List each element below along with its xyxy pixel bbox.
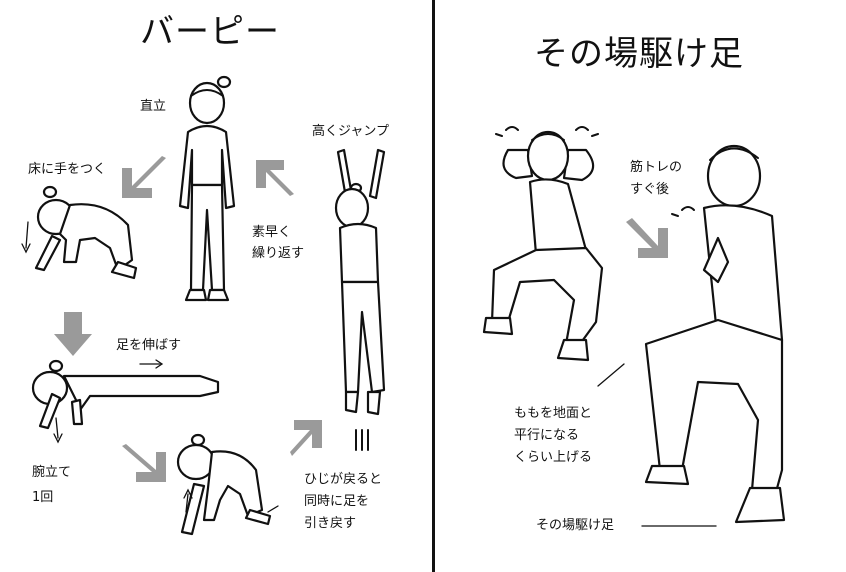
plank-figure xyxy=(31,359,220,444)
standing-figure xyxy=(178,75,236,302)
label-running: その場駆け足 xyxy=(536,518,615,533)
label-quick-1: 素早く xyxy=(252,225,292,240)
burpee-illustrations xyxy=(21,75,386,536)
label-standing: 直立 xyxy=(140,99,167,114)
label-after-1: 筋トレの xyxy=(630,160,683,175)
label-elbow-1: ひじが戻ると xyxy=(304,472,383,487)
label-pushup-2: 1回 xyxy=(32,490,54,505)
running-figure xyxy=(644,144,786,524)
label-pushup-1: 腕立て xyxy=(32,465,72,480)
label-jump: 高くジャンプ xyxy=(312,124,389,139)
label-thigh-3: くらい上げる xyxy=(514,450,593,465)
running-illustrations xyxy=(482,126,786,527)
label-thigh-2: 平行になる xyxy=(514,428,580,443)
squat-figure xyxy=(482,126,604,362)
thigh-leader-line xyxy=(597,363,625,387)
running-title: その場駆け足 xyxy=(534,34,744,74)
label-thigh-1: ももを地面と xyxy=(514,406,593,421)
label-hands-on-floor: 床に手をつく xyxy=(28,162,107,177)
jump-figure xyxy=(334,148,386,451)
label-elbow-2: 同時に足を xyxy=(304,494,370,509)
panel-divider xyxy=(432,0,435,572)
hands-on-floor-figure xyxy=(21,185,138,280)
burpee-title: バーピー xyxy=(140,12,280,52)
flow-arrows xyxy=(54,156,322,482)
crouch-figure xyxy=(176,433,279,536)
label-extend-legs: 足を伸ばす xyxy=(116,338,182,353)
label-after-2: すぐ後 xyxy=(630,182,670,197)
burpee-panel: バーピー xyxy=(21,12,389,536)
label-elbow-3: 引き戻す xyxy=(304,516,357,531)
label-quick-2: 繰り返す xyxy=(252,246,305,261)
transition-arrow xyxy=(626,218,668,258)
running-panel: その場駆け足 xyxy=(436,0,846,572)
